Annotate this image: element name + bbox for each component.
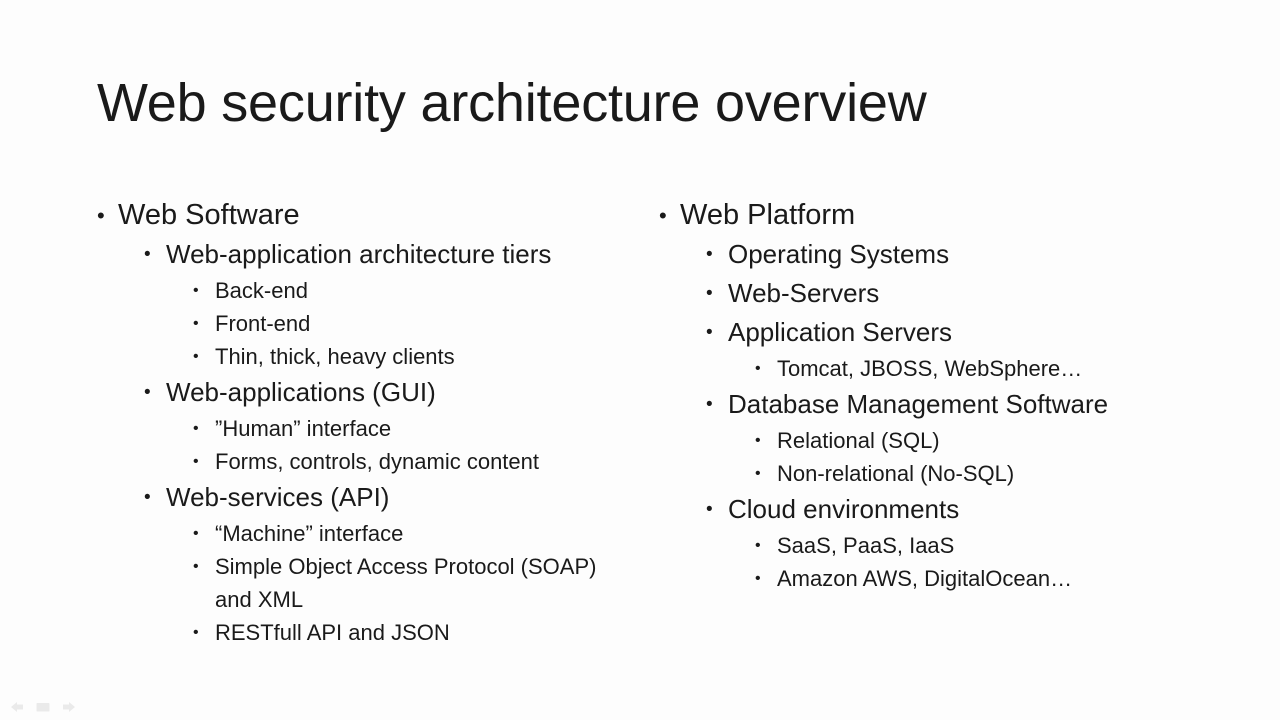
bullet-item-label: Web-Servers xyxy=(728,278,880,308)
bullet-item-l3: • Amazon AWS, DigitalOcean… xyxy=(755,562,1199,595)
bullet-item-label: SaaS, PaaS, IaaS xyxy=(777,533,955,558)
bullet-item-label: Back-end xyxy=(215,278,308,303)
bullet-item-l2: • Cloud environments xyxy=(706,490,1199,529)
bullet-item-label: RESTfull API and JSON xyxy=(215,620,450,645)
bullet-item-l3: • Back-end xyxy=(193,274,637,307)
slide-thumbnail-icon[interactable] xyxy=(35,700,51,714)
bullet-dot-icon: • xyxy=(755,432,761,449)
bullet-dot-icon: • xyxy=(706,394,713,415)
bullet-item-label: ”Human” interface xyxy=(215,416,392,441)
bullet-dot-icon: • xyxy=(144,487,151,508)
bullet-item-l2: • Web-application architecture tiers xyxy=(144,235,637,274)
bullet-item-label: “Machine” interface xyxy=(215,521,404,546)
bullet-item-l3: • Forms, controls, dynamic content xyxy=(193,445,637,478)
bullet-dot-icon: • xyxy=(193,282,199,299)
bullet-dot-icon: • xyxy=(659,203,667,228)
bullet-item-l3: • RESTfull API and JSON xyxy=(193,616,637,649)
bullet-item-l3: • Tomcat, JBOSS, WebSphere… xyxy=(755,352,1199,385)
bullet-item-label: Amazon AWS, DigitalOcean… xyxy=(777,566,1073,591)
bullet-item-l3: • Relational (SQL) xyxy=(755,424,1199,457)
bullet-item-l3: • SaaS, PaaS, IaaS xyxy=(755,529,1199,562)
bullet-item-label: Application Servers xyxy=(728,317,952,347)
bullet-dot-icon: • xyxy=(193,525,199,542)
bullet-dot-icon: • xyxy=(706,244,713,265)
bullet-column-left: • Web Software • Web-application architectu… xyxy=(97,196,637,649)
bullet-item-l3: • Front-end xyxy=(193,307,637,340)
bullet-item-l1: • Web Software xyxy=(97,196,637,235)
bullet-item-label: Web Software xyxy=(118,199,300,231)
bullet-item-label: Web Platform xyxy=(680,199,856,231)
bullet-dot-icon: • xyxy=(755,570,761,587)
bullet-dot-icon: • xyxy=(706,499,713,520)
bullet-dot-icon: • xyxy=(193,558,199,575)
bullet-dot-icon: • xyxy=(193,315,199,332)
bullet-item-l2: • Web-applications (GUI) xyxy=(144,373,637,412)
bullet-item-label: Web-application architecture tiers xyxy=(166,239,552,269)
bullet-item-l3: • Non-relational (No-SQL) xyxy=(755,457,1199,490)
bullet-item-l3: • Simple Object Access Protocol (SOAP) an… xyxy=(193,550,637,616)
bullet-column-right: • Web Platform • Operating Systems • Web-Serv… xyxy=(659,196,1199,595)
slide-body: • Web Software • Web-application architectu… xyxy=(0,196,1280,666)
bullet-item-l3: • Thin, thick, heavy clients xyxy=(193,340,637,373)
bullet-item-l3: • ”Human” interface xyxy=(193,412,637,445)
bullet-dot-icon: • xyxy=(144,382,151,403)
bullet-dot-icon: • xyxy=(755,537,761,554)
bullet-item-l2: • Operating Systems xyxy=(706,235,1199,274)
bullet-item-l3: • “Machine” interface xyxy=(193,517,637,550)
bullet-item-label: Thin, thick, heavy clients xyxy=(215,344,455,369)
bullet-item-label: Web-applications (GUI) xyxy=(166,377,436,407)
bullet-dot-icon: • xyxy=(144,244,151,265)
previous-slide-arrow-icon[interactable] xyxy=(10,700,26,714)
bullet-item-label: Relational (SQL) xyxy=(777,428,940,453)
bullet-item-l2: • Database Management Software xyxy=(706,385,1199,424)
slide-title: Web security architecture overview xyxy=(97,73,927,133)
bullet-item-label: Web-services (API) xyxy=(166,482,390,512)
bullet-dot-icon: • xyxy=(193,420,199,437)
presenter-controls-bar xyxy=(10,700,76,714)
bullet-item-l2: • Web-Servers xyxy=(706,274,1199,313)
bullet-dot-icon: • xyxy=(706,283,713,304)
next-slide-arrow-icon[interactable] xyxy=(60,700,76,714)
bullet-item-label: Tomcat, JBOSS, WebSphere… xyxy=(777,356,1083,381)
bullet-dot-icon: • xyxy=(193,624,199,641)
bullet-item-label: Non-relational (No-SQL) xyxy=(777,461,1015,486)
bullet-item-l2: • Web-services (API) xyxy=(144,478,637,517)
bullet-dot-icon: • xyxy=(193,453,199,470)
bullet-item-label: Forms, controls, dynamic content xyxy=(215,449,540,474)
bullet-item-l2: • Application Servers xyxy=(706,313,1199,352)
bullet-dot-icon: • xyxy=(193,348,199,365)
bullet-dot-icon: • xyxy=(97,203,105,228)
bullet-item-label: Database Management Software xyxy=(728,389,1109,419)
bullet-dot-icon: • xyxy=(755,360,761,377)
bullet-dot-icon: • xyxy=(755,465,761,482)
bullet-dot-icon: • xyxy=(706,322,713,343)
bullet-item-label: Cloud environments xyxy=(728,494,960,524)
bullet-item-label: Operating Systems xyxy=(728,239,950,269)
bullet-item-label: Simple Object Access Protocol (SOAP) and… xyxy=(215,554,603,612)
bullet-item-label: Front-end xyxy=(215,311,311,336)
bullet-item-l1: • Web Platform xyxy=(659,196,1199,235)
